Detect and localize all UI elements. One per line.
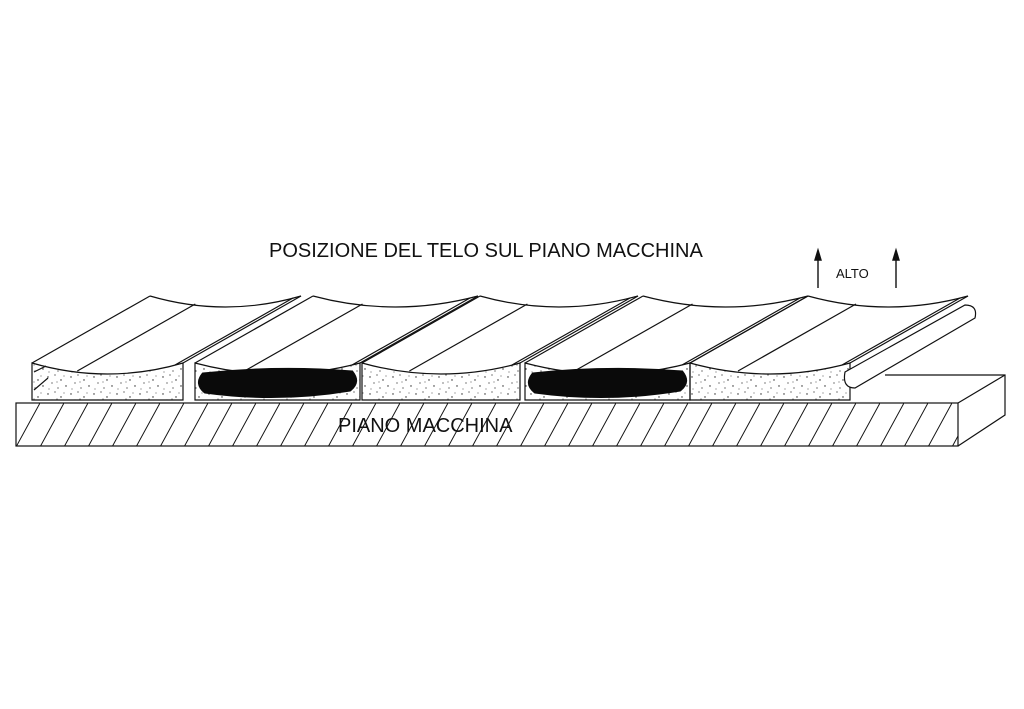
slat-surface-line xyxy=(737,303,857,372)
slat-groove-line xyxy=(351,297,471,366)
cloth-section xyxy=(528,367,687,399)
up-arrow-icon xyxy=(892,247,900,288)
end-rod xyxy=(843,304,977,389)
up-arrow-icon xyxy=(814,247,822,288)
slat-surface-line xyxy=(409,303,528,372)
slat-back-edge xyxy=(149,295,302,308)
slat-back-edge xyxy=(807,295,969,308)
machine-plate xyxy=(15,374,1006,447)
slat-surface-line xyxy=(244,303,363,372)
cloth-section xyxy=(198,367,357,399)
slat-surface-line xyxy=(77,303,196,372)
plate-label: PIANO MACCHINA xyxy=(338,415,513,437)
slat-edge-line xyxy=(194,295,314,364)
up-label: ALTO xyxy=(836,266,869,281)
slat-hook xyxy=(33,365,47,373)
slat-surface-line xyxy=(574,303,693,372)
slat-groove-line xyxy=(174,297,294,366)
slat-cross-section xyxy=(31,362,184,401)
slat-cross-section xyxy=(361,362,521,401)
slat-edge-line xyxy=(361,295,481,364)
slat-back-edge xyxy=(479,295,639,308)
slat-hook xyxy=(33,377,49,391)
slat-edge-line xyxy=(31,295,151,364)
slat-edge-line xyxy=(182,295,302,364)
slat-groove-line xyxy=(681,297,801,366)
slat-groove-line xyxy=(841,297,961,366)
diagram-title: POSIZIONE DEL TELO SUL PIANO MACCHINA xyxy=(269,240,703,262)
slat-edge-line xyxy=(519,295,639,364)
slat-edge-line xyxy=(849,295,969,364)
slat-cross-section xyxy=(689,362,851,401)
slat-back-edge xyxy=(642,295,809,308)
slats xyxy=(31,295,977,401)
slat-edge-line xyxy=(524,295,644,364)
slat-edge-line xyxy=(359,295,479,364)
slat-groove-line xyxy=(511,297,631,366)
slat-back-edge xyxy=(312,295,479,308)
slat-edge-line xyxy=(689,295,809,364)
